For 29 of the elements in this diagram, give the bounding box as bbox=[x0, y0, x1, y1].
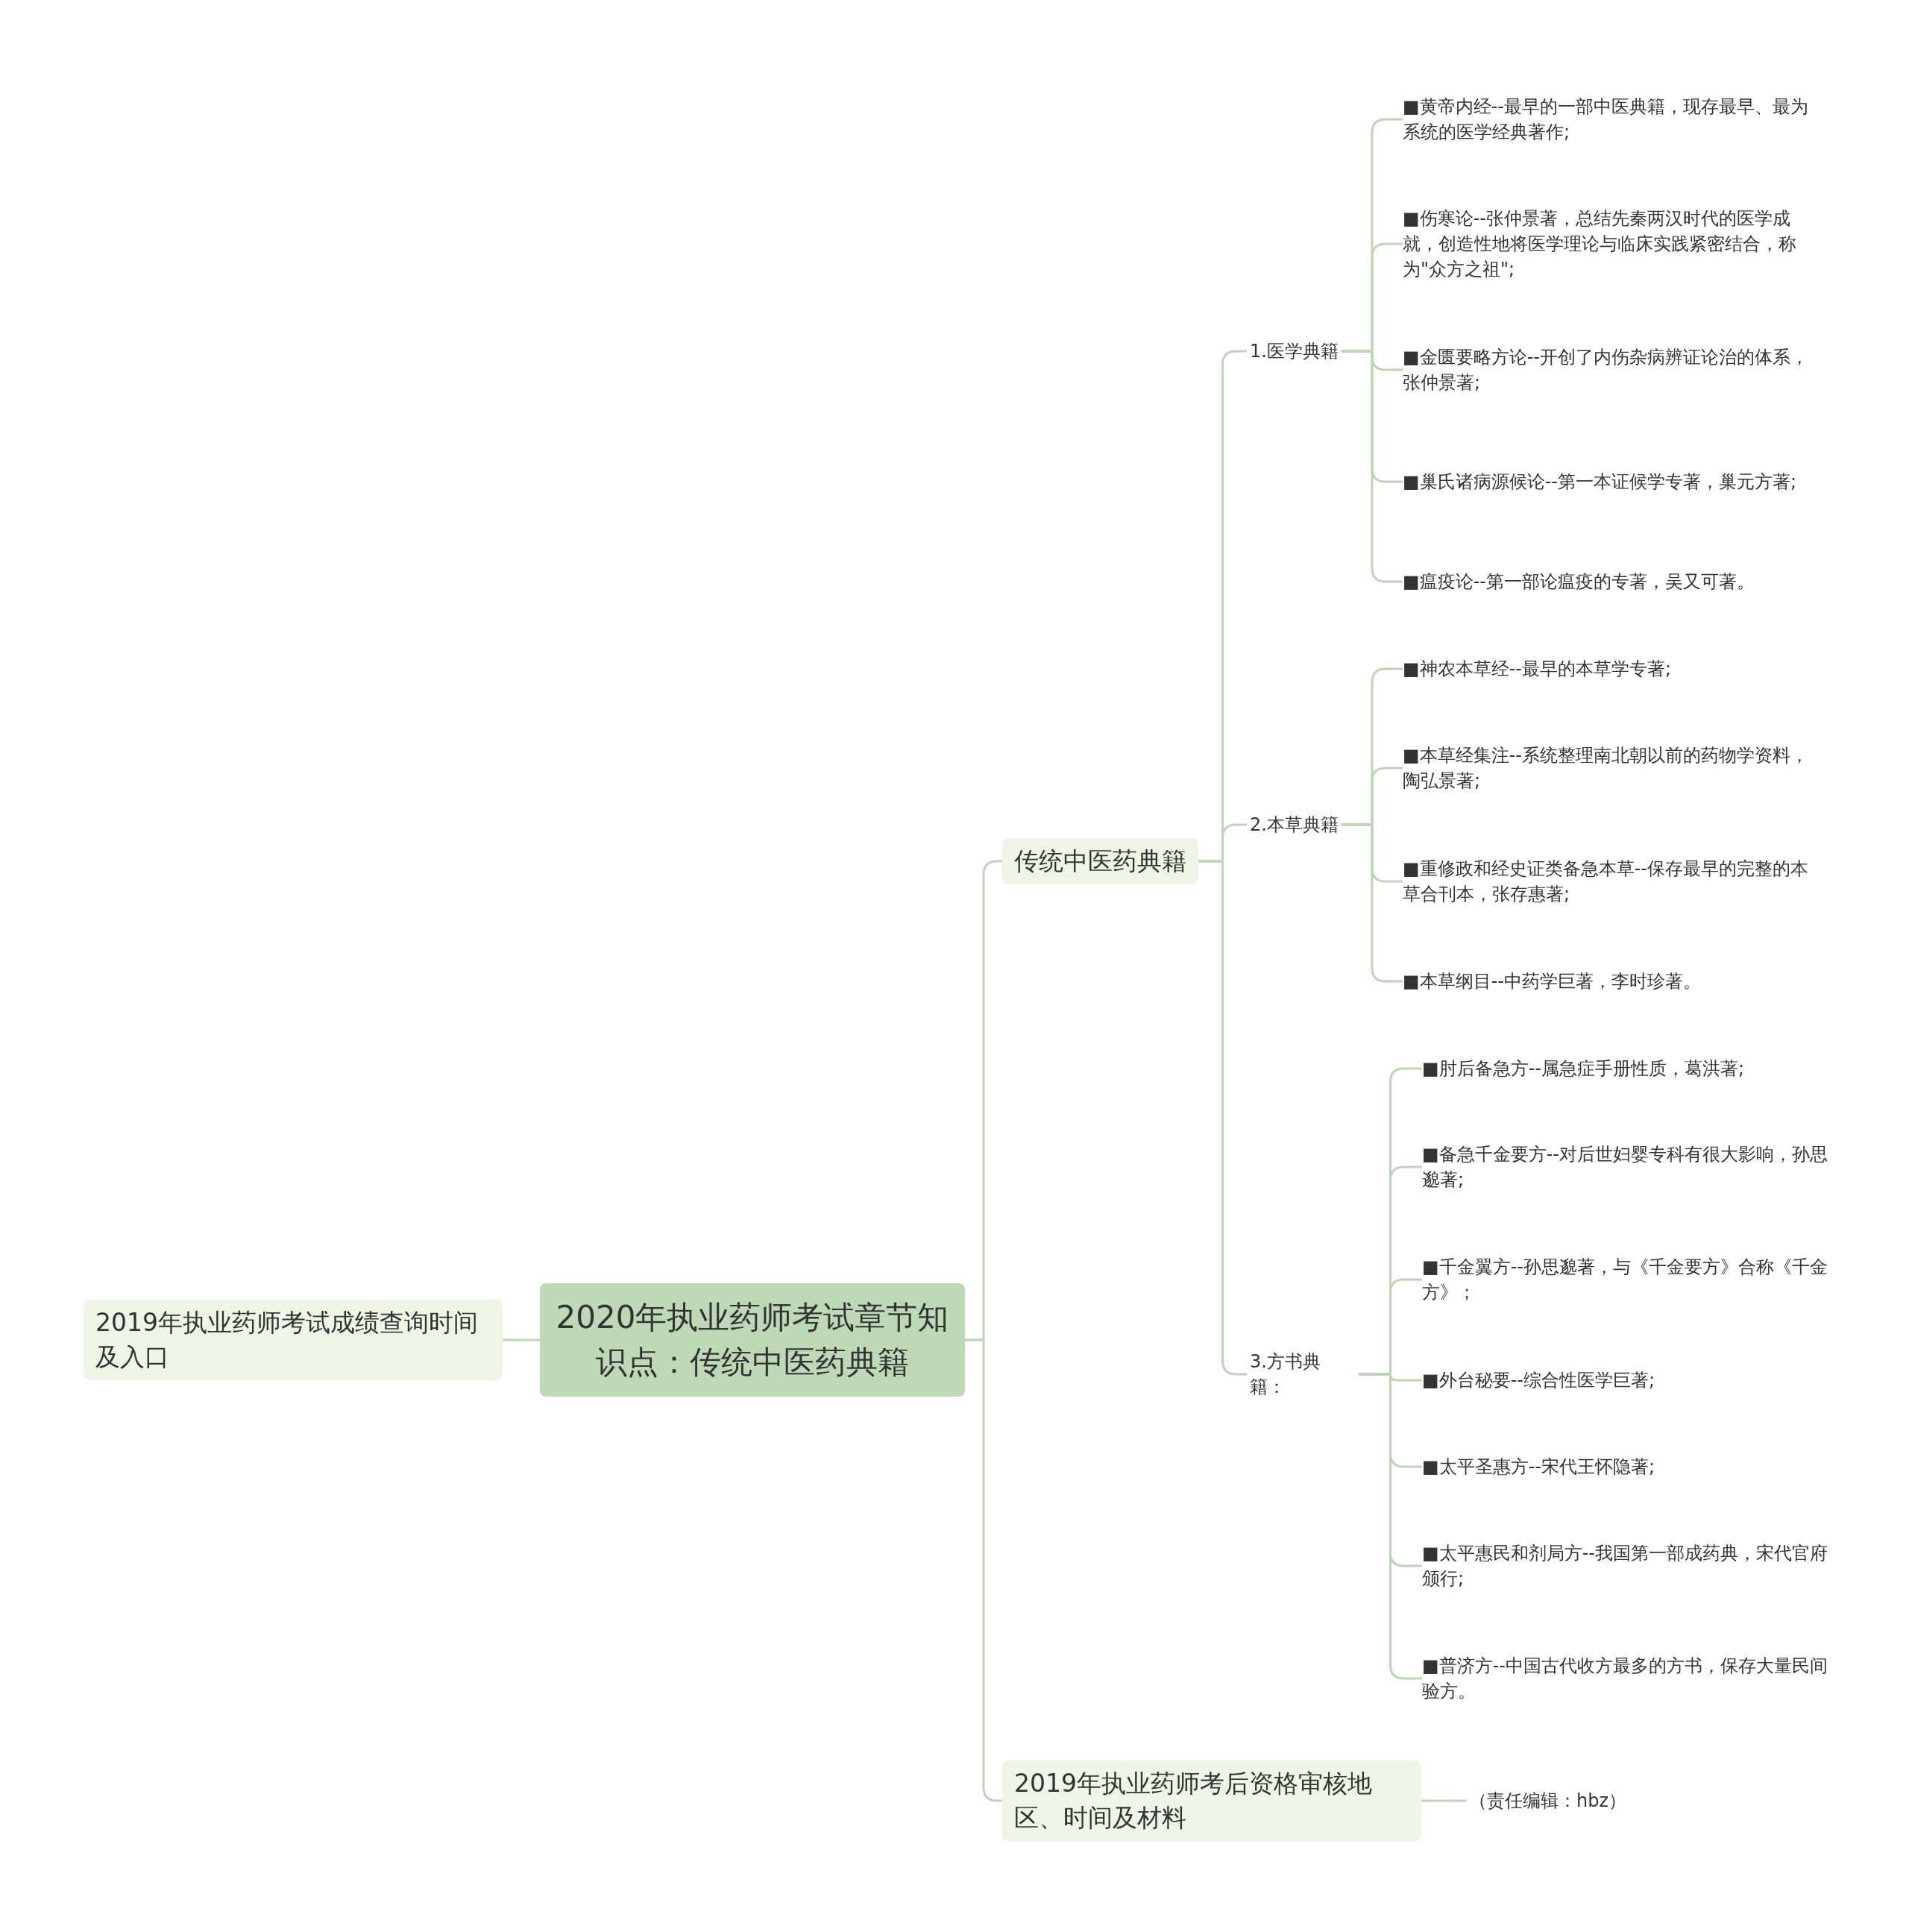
leaf-text: ■普济方--中国古代收方最多的方书，保存大量民间验方。 bbox=[1422, 1653, 1840, 1704]
leaf-text: ■太平惠民和剂局方--我国第一部成药典，宋代官府颁行; bbox=[1422, 1541, 1840, 1591]
subtopic-text: 2.本草典籍 bbox=[1247, 812, 1342, 837]
topic-box: 2019年执业药师考试成绩查询时间及入口 bbox=[84, 1300, 503, 1380]
branch-line bbox=[1421, 1799, 1466, 1802]
leaf-text: ■本草经集注--系统整理南北朝以前的药物学资料，陶弘景著; bbox=[1403, 743, 1820, 793]
branch-line bbox=[503, 1338, 540, 1341]
leaf-text: ■肘后备急方--属急症手册性质，葛洪著; bbox=[1422, 1056, 1745, 1081]
leaf-text: ■伤寒论--张仲景著，总结先秦两汉时代的医学成就，创造性地将医学理论与临床实践紧密结合，称为"众方之祖"; bbox=[1403, 206, 1820, 282]
leaf-text: ■黄帝内经--最早的一部中医典籍，现存最早、最为系统的医学经典著作; bbox=[1403, 94, 1820, 145]
leaf-text: ■金匮要略方论--开创了内伤杂病辨证论治的体系，张仲景著; bbox=[1403, 344, 1820, 395]
central-topic-box: 2020年执业药师考试章节知识点：传统中医药典籍 bbox=[540, 1283, 965, 1397]
branch-line bbox=[1341, 823, 1403, 983]
leaf-text: ■巢氏诸病源候论--第一本证候学专著，巢元方著; bbox=[1403, 469, 1797, 494]
branch-line bbox=[1341, 350, 1403, 583]
subtopic-text: （责任编辑：hbz） bbox=[1466, 1788, 1630, 1813]
leaf-text: ■外台秘要--综合性医学巨著; bbox=[1422, 1368, 1655, 1393]
leaf-text: ■神农本草经--最早的本草学专著; bbox=[1403, 656, 1672, 682]
leaf-text: ■太平圣惠方--宋代王怀隐著; bbox=[1422, 1454, 1655, 1479]
topic-box: 2019年执业药师考后资格审核地区、时间及材料 bbox=[1002, 1760, 1421, 1841]
leaf-text: ■备急千金要方--对后世妇婴专科有很大影响，孙思邈著; bbox=[1422, 1142, 1840, 1192]
subtopic-text: 3.方书典籍： bbox=[1247, 1349, 1359, 1400]
topic-box: 传统中医药典籍 bbox=[1002, 838, 1198, 884]
branch-line bbox=[1359, 1373, 1422, 1680]
leaf-text: ■千金翼方--孙思邈著，与《千金要方》合称《千金方》； bbox=[1422, 1254, 1840, 1305]
subtopic-text: 1.医学典籍 bbox=[1247, 339, 1342, 364]
leaf-text: ■瘟疫论--第一部论瘟疫的专著，吴又可著。 bbox=[1403, 569, 1755, 594]
leaf-text: ■本草纲目--中药学巨著，李时珍著。 bbox=[1403, 969, 1701, 994]
leaf-text: ■重修政和经史证类备急本草--保存最早的完整的本草合刊本，张存惠著; bbox=[1403, 856, 1820, 907]
